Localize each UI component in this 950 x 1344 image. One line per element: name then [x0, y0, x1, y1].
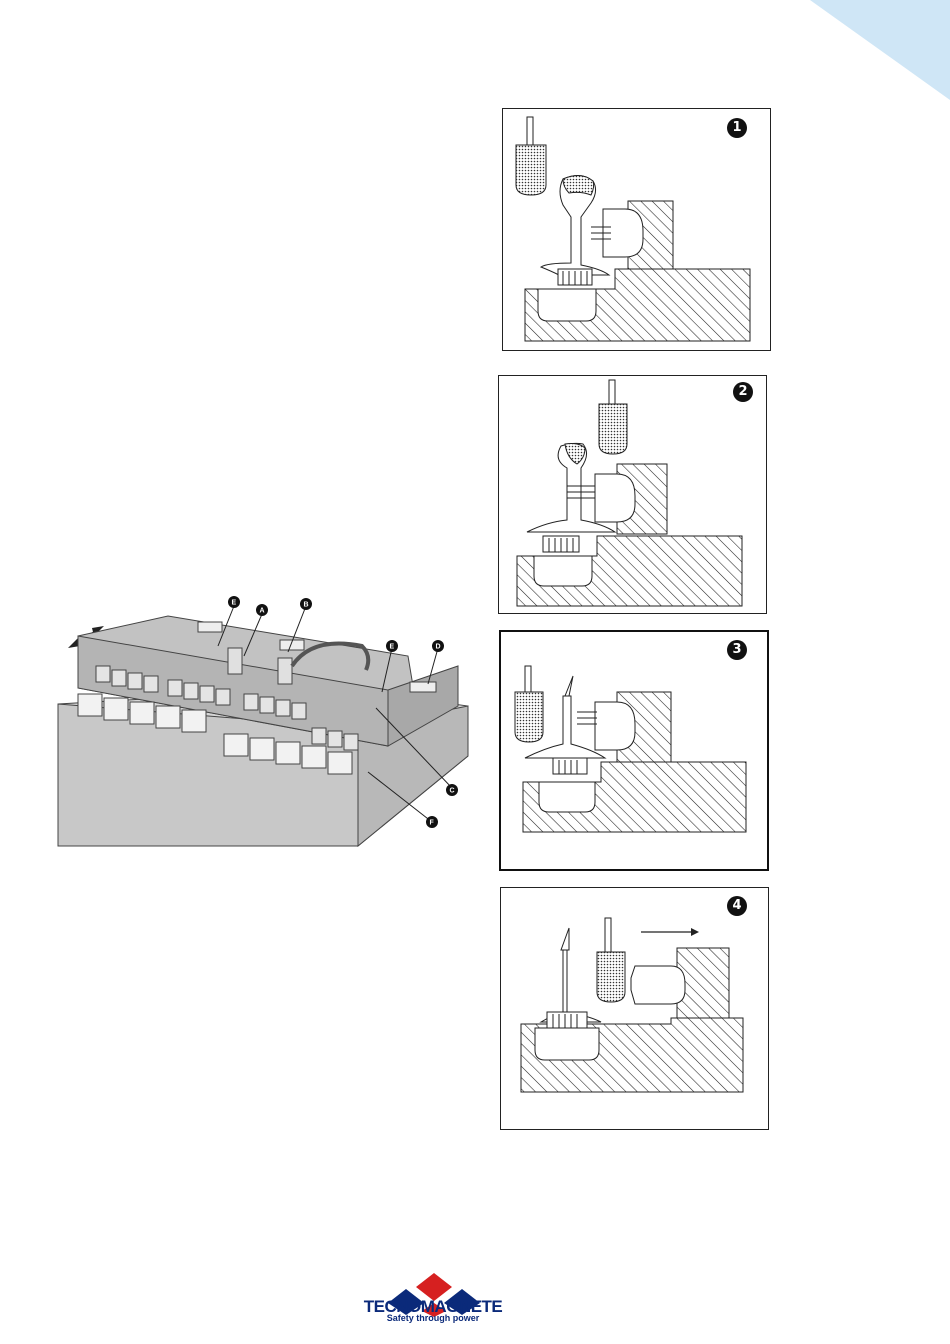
callout-d: D: [436, 644, 441, 651]
step-3-diagram: 3: [499, 630, 769, 871]
callout-b: B: [304, 602, 309, 609]
corner-decoration: [0, 0, 950, 110]
step-1-diagram: 1: [502, 108, 771, 351]
step-2-diagram: 2: [498, 375, 767, 614]
magnetic-chuck-illustration: E A B E D C F: [48, 596, 478, 852]
step-4-diagram: 4: [500, 887, 769, 1130]
callout-e-2: E: [390, 644, 395, 651]
callout-c: C: [450, 788, 455, 795]
step-2-badge: 2: [733, 382, 753, 402]
step-1-badge: 1: [727, 118, 747, 138]
callout-a: A: [260, 608, 265, 615]
callout-f: F: [430, 820, 435, 827]
step-4-badge: 4: [727, 896, 747, 916]
tecnomagnete-logo: [362, 1255, 507, 1335]
step-3-badge: 3: [727, 640, 747, 660]
callout-e-1: E: [232, 600, 237, 607]
brand-tagline: Safety through power: [358, 1313, 508, 1323]
